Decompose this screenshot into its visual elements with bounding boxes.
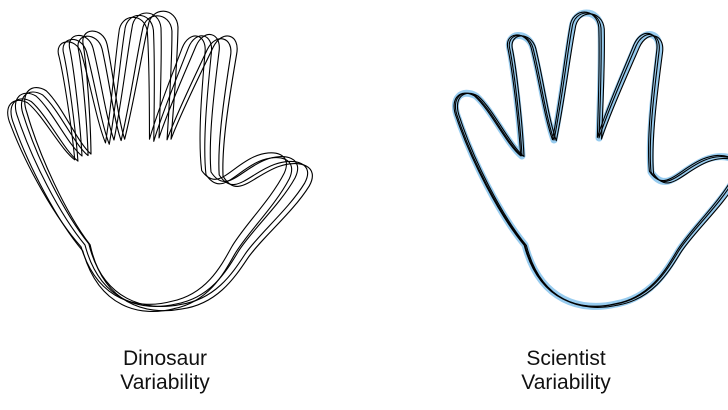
dinosaur-variability-caption: Dinosaur Variability xyxy=(55,347,275,395)
hand-outline xyxy=(16,12,311,310)
hand-outline xyxy=(16,5,319,317)
scientist-hand-outlines xyxy=(454,11,728,308)
dinosaur-hand-outlines xyxy=(4,5,319,317)
hand-outline xyxy=(4,12,291,310)
hand-outline xyxy=(9,12,295,314)
caption-line-2: Variability xyxy=(55,371,275,395)
caption-line-2: Variability xyxy=(456,371,676,395)
scientist-variability-caption: Scientist Variability xyxy=(456,347,676,395)
hand-outline xyxy=(456,13,728,308)
hand-outline xyxy=(15,13,297,306)
hand-highlight xyxy=(455,13,728,306)
hand-outline xyxy=(454,11,728,307)
caption-line-1: Scientist xyxy=(456,347,676,371)
caption-line-1: Dinosaur xyxy=(55,347,275,371)
hand-outline xyxy=(455,13,728,306)
